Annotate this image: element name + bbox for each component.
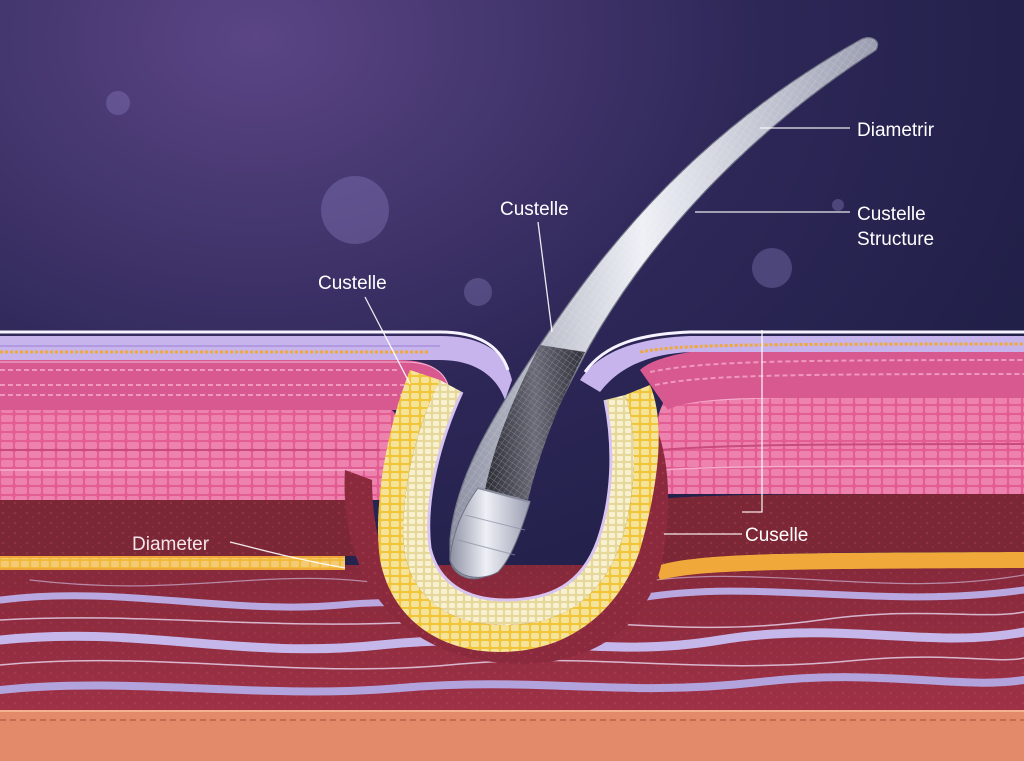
bottom-tissue-band	[0, 706, 1024, 761]
stratum-corneum	[0, 330, 1024, 400]
epidermis-left	[0, 360, 451, 500]
hair-bulb	[449, 487, 531, 578]
label-cuselle: Cuselle	[745, 525, 808, 546]
label-custelle-structure-line2: Structure	[857, 229, 934, 250]
upper-dermis	[0, 494, 1024, 565]
leader-lines	[229, 127, 850, 569]
label-custelle-top: Custelle	[500, 199, 569, 220]
label-diameter: Diameter	[132, 534, 210, 555]
epidermis-right	[640, 346, 1024, 494]
orange-bands	[0, 552, 1024, 580]
hair-shaft	[449, 37, 879, 580]
label-custelle-structure: Custelle Structure	[857, 204, 934, 250]
follicle-inner-cream	[403, 380, 635, 625]
label-custelle-left: Custelle	[318, 273, 387, 294]
bokeh-lights	[106, 91, 844, 306]
follicle-cell-layer	[378, 370, 659, 652]
label-diametrir: Diametrir	[857, 120, 935, 141]
label-custelle-structure-line1: Custelle	[857, 204, 926, 225]
